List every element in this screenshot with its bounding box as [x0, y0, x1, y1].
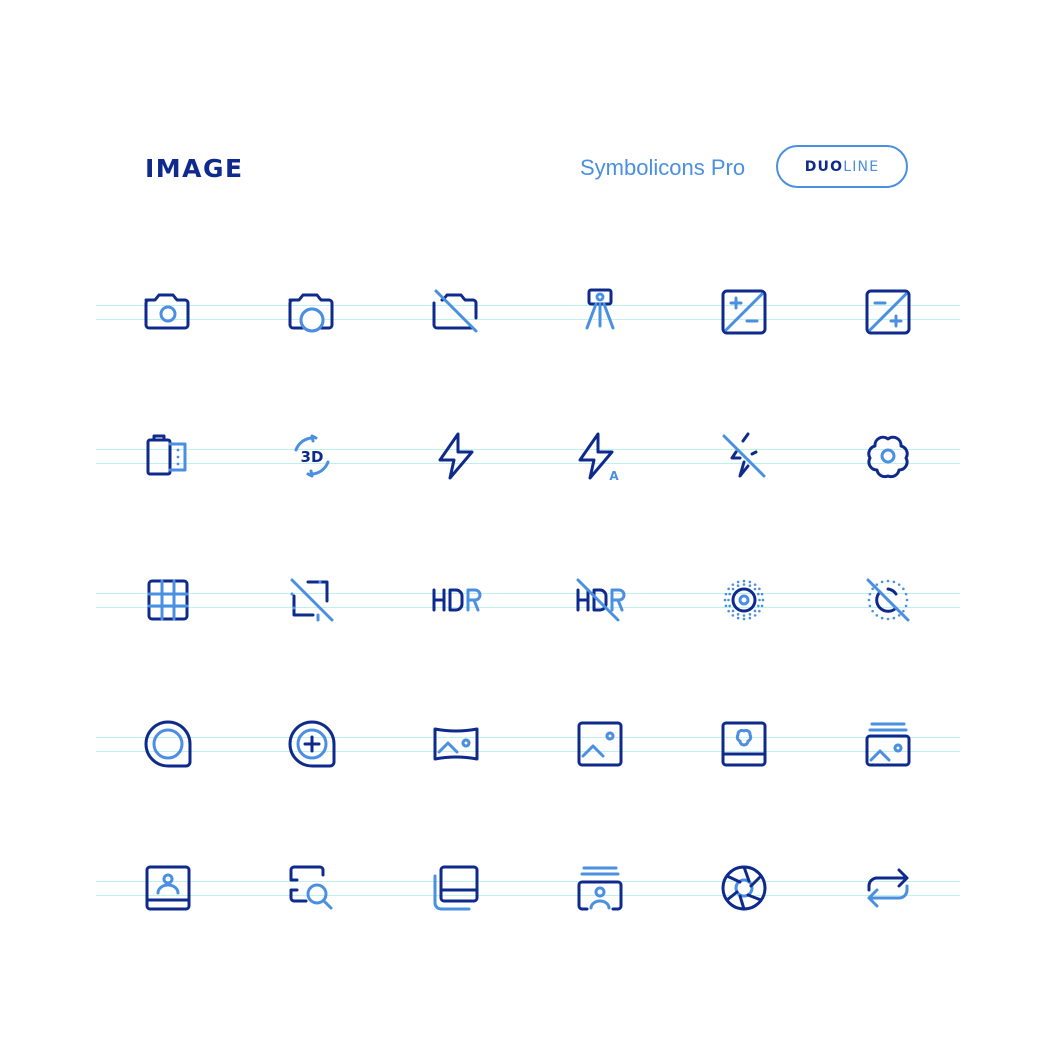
grid-icon	[140, 572, 196, 628]
image-search-icon	[284, 860, 340, 916]
svg-text:3D: 3D	[301, 448, 324, 466]
guide-line	[96, 305, 960, 306]
portrait-icon	[140, 860, 196, 916]
exposure-dots-icon	[716, 572, 772, 628]
guide-line	[96, 463, 960, 464]
guide-line	[96, 881, 960, 882]
hdr-icon	[428, 572, 484, 628]
layers-icon	[428, 860, 484, 916]
film-roll-icon	[140, 428, 196, 484]
guide-line	[96, 607, 960, 608]
camera-icon	[140, 284, 196, 340]
camera-lens-icon	[284, 284, 340, 340]
flash-off-icon	[716, 428, 772, 484]
panorama-icon	[428, 716, 484, 772]
flash-icon	[428, 428, 484, 484]
guide-line	[96, 895, 960, 896]
badge-part-line: LINE	[843, 158, 880, 175]
guide-line	[96, 737, 960, 738]
flash-auto-icon: A	[572, 428, 628, 484]
repeat-icon	[860, 860, 916, 916]
guide-line	[96, 319, 960, 320]
brand-name: Symbolicons Pro	[580, 155, 746, 180]
exposure-dots-off-icon	[860, 572, 916, 628]
tripod-camera-icon	[572, 284, 628, 340]
exposure-minus-plus-icon	[860, 284, 916, 340]
crop-off-icon	[284, 572, 340, 628]
guide-line	[96, 751, 960, 752]
aperture-icon	[716, 860, 772, 916]
camera-off-icon	[428, 284, 484, 340]
badge-part-duo: DUO	[804, 158, 844, 175]
image-icon	[572, 716, 628, 772]
image-flower-icon	[716, 716, 772, 772]
rotate-3d-icon: 3D	[284, 428, 340, 484]
exposure-plus-minus-icon	[716, 284, 772, 340]
image-stack-icon	[860, 716, 916, 772]
guide-line	[96, 593, 960, 594]
page-title: IMAGE	[145, 154, 244, 183]
hdr-off-icon	[572, 572, 628, 628]
lens-icon	[140, 716, 196, 772]
portrait-stack-icon	[572, 860, 628, 916]
lens-zoom-icon	[284, 716, 340, 772]
svg-text:A: A	[609, 469, 619, 483]
flower-icon	[860, 428, 916, 484]
guide-line	[96, 449, 960, 450]
